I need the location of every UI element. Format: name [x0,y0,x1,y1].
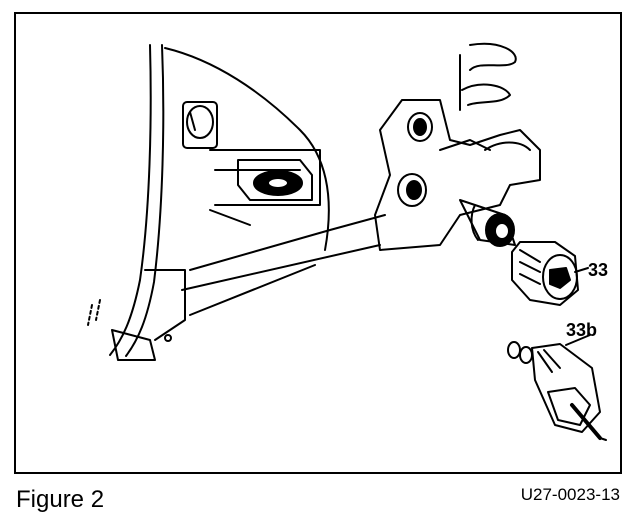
figure-reference-code: U27-0023-13 [520,485,620,504]
callout-33b: 33b [566,320,597,340]
housing-flange [87,44,186,361]
leader-line-33 [574,267,589,273]
plug-33 [511,241,579,306]
housing-body [164,47,386,316]
output-port [459,199,516,247]
cast-ribs [459,42,517,111]
figure-frame [14,12,622,474]
speed-sender-33b [507,334,607,441]
callout-33: 33 [588,260,608,280]
valve-body [374,99,541,251]
mounting-boss [182,101,218,149]
figure-caption: Figure 2 [16,486,105,513]
internal-recess [237,159,313,201]
